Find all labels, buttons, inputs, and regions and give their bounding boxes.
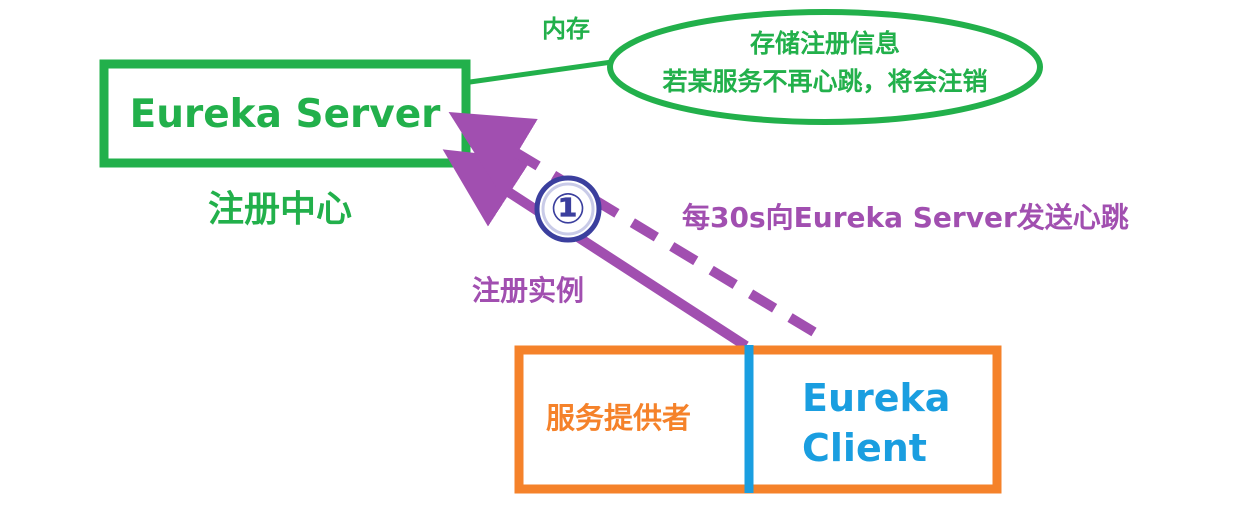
step-badge-inner-ring [541, 182, 595, 236]
memory-label: 内存 [542, 15, 590, 43]
eureka-server-title: Eureka Server [129, 92, 441, 137]
service-provider-label: 服务提供者 [546, 401, 692, 435]
register-instance-label: 注册实例 [472, 274, 585, 307]
step-number: ① [550, 184, 586, 233]
eureka-client-line-2: Client [802, 426, 927, 470]
step-badge [534, 175, 602, 243]
memory-connector-line [469, 59, 613, 85]
memory-bubble-line-2: 若某服务不再心跳，将会注销 [662, 67, 988, 96]
eureka-client-line-1: Eureka [802, 376, 951, 420]
memory-bubble-line-1: 存储注册信息 [749, 29, 900, 58]
registry-center-caption: 注册中心 [208, 189, 353, 230]
heartbeat-arrow [448, 112, 817, 337]
memory-bubble [607, 9, 1043, 125]
heartbeat-label: 每30s向Eureka Server发送心跳 [682, 201, 1129, 234]
service-provider-box [514, 345, 1002, 494]
